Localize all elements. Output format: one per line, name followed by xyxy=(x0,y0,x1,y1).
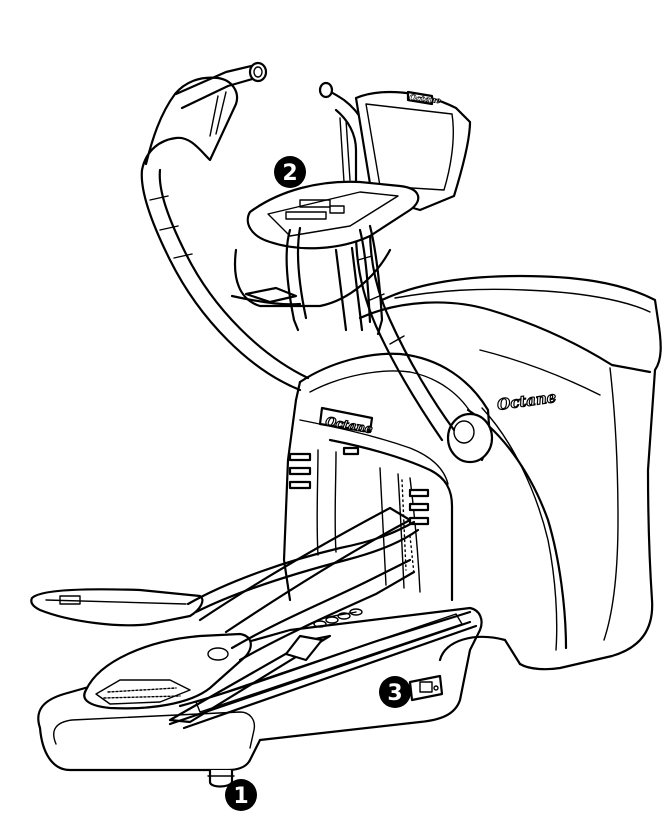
callout-1: 1 xyxy=(225,779,257,811)
callout-3-number: 3 xyxy=(387,681,402,706)
callout-2-circle xyxy=(274,156,306,188)
callout-1-number: 1 xyxy=(233,784,248,809)
power-entry-module xyxy=(408,674,444,702)
console-logo: Octane xyxy=(409,92,441,105)
rear-shroud xyxy=(358,274,662,671)
foot-rails xyxy=(168,506,412,724)
callout-3: 3 xyxy=(379,676,411,708)
callout-2: 2 xyxy=(274,156,306,188)
right-pedal xyxy=(83,558,416,710)
callout-2-number: 2 xyxy=(282,161,297,186)
left-pedal xyxy=(30,520,420,627)
left-moving-handle xyxy=(140,61,310,392)
callout-3-circle xyxy=(379,676,411,708)
base-frame xyxy=(37,606,483,788)
front-column xyxy=(282,352,494,602)
callout-1-circle xyxy=(225,779,257,811)
console-assembly xyxy=(230,90,472,336)
shroud-logo: Octane xyxy=(496,388,557,414)
